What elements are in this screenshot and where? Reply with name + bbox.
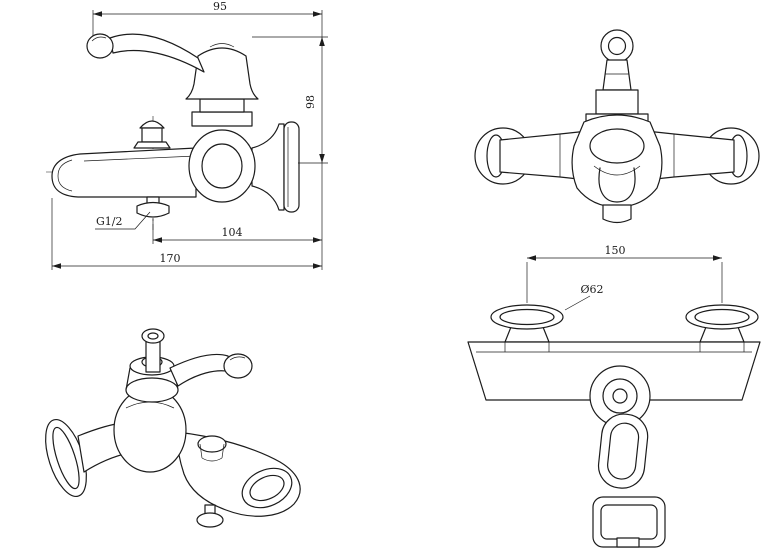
bottom-lever <box>597 413 649 489</box>
bracket-ring <box>600 29 634 63</box>
center-body-outline <box>571 114 663 208</box>
dim-150-label: 150 <box>605 244 626 257</box>
bottom-spout-end <box>592 496 666 548</box>
dim-95-label: 95 <box>213 0 227 13</box>
spout-inner-line <box>83 155 197 162</box>
lever-handle <box>86 33 205 73</box>
spout <box>51 147 197 198</box>
bottom-hub <box>589 365 651 427</box>
persp-lever-knob <box>223 353 253 379</box>
shower-bracket <box>585 29 649 125</box>
spout-outline <box>51 147 197 198</box>
diverter-pull <box>136 196 170 218</box>
thread-callout: G1/2 <box>95 211 151 230</box>
persp-pull-cap <box>196 512 224 528</box>
bracket-post <box>602 59 632 91</box>
dimension-98: 98 <box>252 10 328 270</box>
body-circle <box>188 129 256 203</box>
valve-body <box>188 129 256 203</box>
dim-170-label: 170 <box>160 252 181 265</box>
lever-arm <box>109 33 205 73</box>
lever-knob <box>86 33 114 59</box>
dia-62-label: Ø62 <box>580 283 603 296</box>
dimension-95: 95 <box>92 0 322 36</box>
persp-lever-arm <box>169 353 233 387</box>
diameter-callout: Ø62 <box>564 283 604 311</box>
right-escutcheon <box>685 304 759 343</box>
persp-wall-flange <box>45 418 87 498</box>
persp-diverter-knob <box>197 435 227 453</box>
persp-lever <box>169 353 253 387</box>
side-view: 95 98 G1/2 104 <box>46 0 328 270</box>
handle-bell <box>185 43 259 100</box>
diverter-knob <box>133 120 171 149</box>
front-view <box>474 29 760 224</box>
dim-104-label: 104 <box>222 226 243 239</box>
left-escutcheon <box>490 304 564 343</box>
front-outlet <box>602 204 632 224</box>
persp-spout <box>175 431 301 528</box>
front-lever-loop <box>598 167 636 203</box>
dimension-150: 150 <box>526 244 723 303</box>
persp-spout-opening <box>241 467 293 509</box>
wall-plate <box>283 121 300 213</box>
cartridge-neck <box>191 98 253 127</box>
dim-98-label: 98 <box>304 95 317 109</box>
perspective-view <box>45 328 301 528</box>
persp-riser-knob <box>141 328 165 373</box>
body-inner-circle <box>201 143 243 189</box>
dimension-170: 170 <box>51 198 322 270</box>
front-center-body <box>571 114 663 208</box>
thread-label: G1/2 <box>96 215 123 228</box>
dimension-104: 104 <box>152 218 322 244</box>
flange-cone <box>251 123 285 211</box>
persp-bell <box>125 356 179 403</box>
bottom-view: 150 Ø62 <box>467 244 761 548</box>
spout-tip-arc <box>57 159 73 192</box>
wall-flange <box>251 121 300 213</box>
